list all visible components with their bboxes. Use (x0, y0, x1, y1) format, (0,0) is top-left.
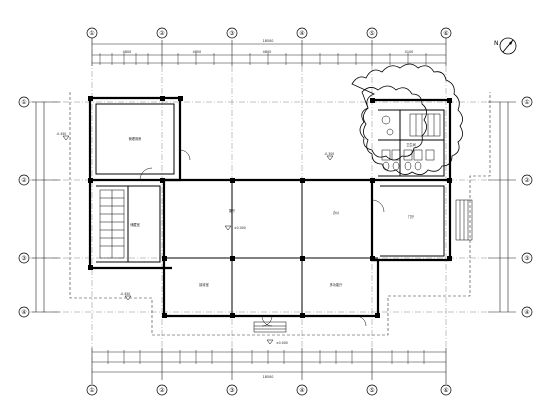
staircase (99, 113, 441, 259)
top-span-dimension-2: 4800 (193, 50, 202, 54)
grid-label-top-1: ① (89, 30, 94, 37)
grid-label-bottom-1: ① (89, 387, 94, 394)
tree-canopy (351, 63, 463, 175)
inner-partition-walls (95, 103, 445, 316)
grid-label-right-2: ② (524, 177, 530, 184)
room-label-storage: 储藏室 (130, 222, 140, 227)
bottom-grid-bubbles (86, 384, 452, 396)
top-span-dimension-3: 4800 (263, 50, 272, 54)
outer-boundary-dashed (69, 92, 491, 336)
grid-label-top-6: ⑥ (443, 30, 448, 37)
top-dimension-chain (91, 38, 447, 66)
grid-label-top-4: ④ (299, 30, 304, 37)
grid-label-right-1: ① (524, 99, 529, 106)
room-label-office: 办公 (333, 210, 340, 215)
room-label-toilet: 卫生间 (406, 142, 416, 147)
grid-label-bottom-4: ④ (299, 387, 304, 394)
right-dimension-chain (488, 101, 516, 313)
bottom-total-dimension: 18500 (263, 375, 274, 379)
grid-label-bottom-3: ③ (229, 387, 234, 394)
grid-label-left-3: ③ (21, 255, 26, 262)
level-mark-right: -0.300 (324, 152, 334, 156)
grid-label-bottom-6: ⑥ (443, 387, 448, 394)
toilet-fixtures (381, 115, 435, 171)
grid-label-left-1: ① (21, 99, 26, 106)
grid-label-top-2: ② (159, 30, 165, 37)
grid-label-top-3: ③ (229, 30, 234, 37)
room-label-lobby: 门厅 (408, 214, 415, 219)
right-grid-bubbles (521, 96, 533, 318)
grid-label-right-3: ③ (524, 255, 529, 262)
top-total-dimension: 18500 (263, 39, 274, 43)
structural-columns (88, 96, 452, 318)
grid-label-right-4: ④ (524, 309, 529, 316)
grid-label-left-4: ④ (21, 309, 26, 316)
top-grid-bubbles (86, 27, 452, 39)
grid-label-top-5: ⑤ (369, 30, 374, 37)
north-arrow-icon (499, 37, 517, 55)
room-label-reception: 接待室 (199, 282, 209, 287)
level-mark-entrance: ±0.000 (276, 341, 288, 345)
level-marks (62, 135, 334, 345)
room-label-management: 管理用房 (129, 136, 142, 141)
room-label-exhibition: 展厅 (229, 208, 236, 213)
grid-label-bottom-2: ② (159, 387, 165, 394)
bottom-dimension-ticks (107, 350, 425, 364)
top-span-dimension-4: 4100 (405, 50, 414, 54)
grid-label-bottom-5: ⑤ (369, 387, 374, 394)
north-label: N (494, 40, 499, 47)
room-label-multipurpose: 多功能厅 (330, 282, 344, 287)
entrance-steps (253, 199, 473, 333)
left-grid-bubbles (18, 96, 30, 318)
grid-label-left-2: ② (21, 177, 27, 184)
level-mark-lower-left: -0.450 (120, 292, 130, 296)
level-mark-left: -0.450 (56, 132, 66, 136)
level-mark-hall: ±0.000 (234, 226, 246, 230)
top-dimension-ticks (99, 53, 427, 65)
top-span-dimension-1: 4800 (123, 50, 132, 54)
